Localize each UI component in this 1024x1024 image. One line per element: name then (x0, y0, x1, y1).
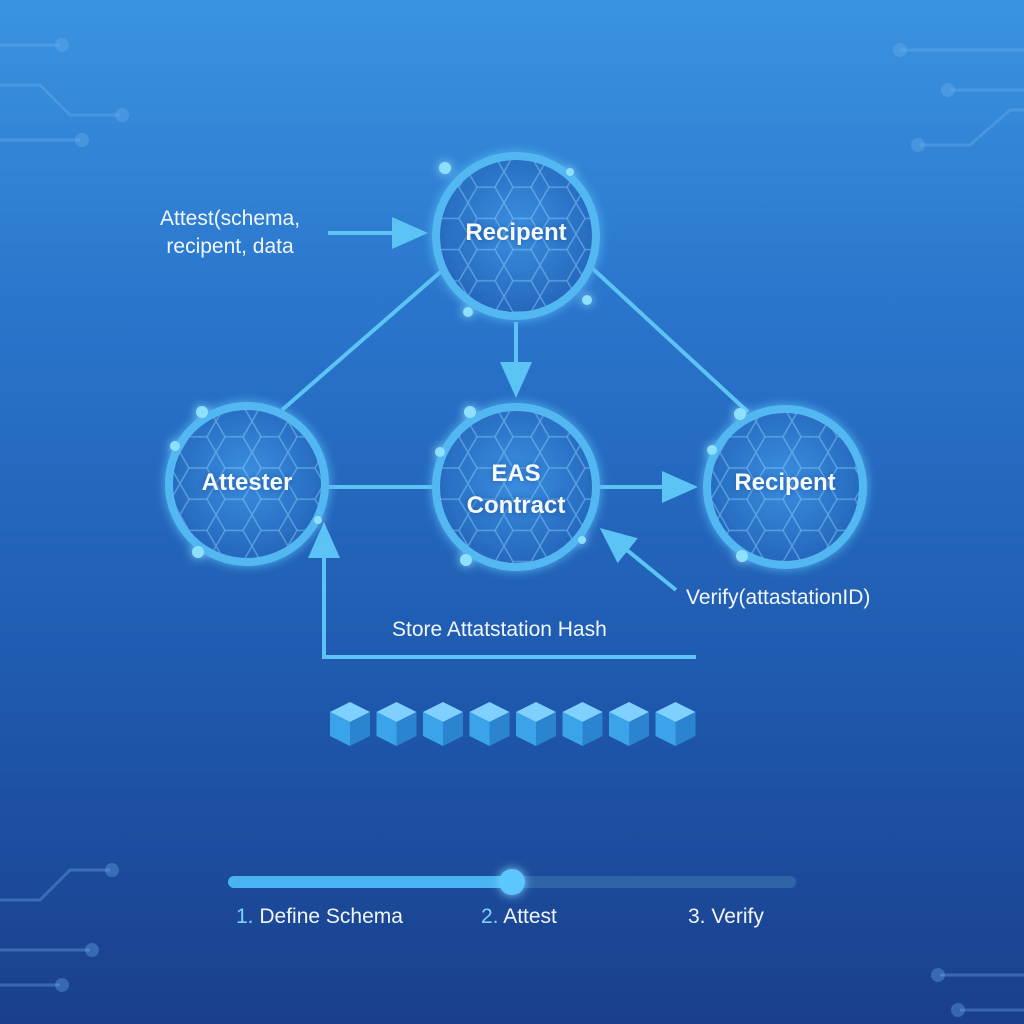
eas-contract-label: EAS Contract (467, 458, 566, 522)
recipient-right-label: Recipent (734, 469, 836, 496)
edge-recipient-attester (280, 266, 447, 412)
eas-contract-label-line1: EAS (491, 460, 541, 487)
step-2-number: 2. (481, 905, 499, 928)
node-recipient-top (432, 152, 600, 320)
block-cube (655, 702, 696, 746)
progress-fill (228, 876, 512, 888)
recipient-top-label: Recipent (465, 219, 567, 246)
block-cube (609, 702, 649, 746)
attester-label: Attester (201, 469, 293, 496)
step-3-number: 3. (688, 905, 706, 928)
step-verify[interactable]: 3. Verify (688, 905, 764, 929)
progress-handle[interactable] (499, 869, 525, 895)
node-eas-contract (432, 403, 600, 571)
step-attest[interactable]: 2. Attest (481, 905, 557, 929)
block-cube (469, 702, 510, 746)
progress-track[interactable] (228, 869, 796, 895)
step-1-label: Define Schema (259, 905, 403, 928)
block-cube (330, 702, 370, 746)
blockchain-blocks (330, 702, 696, 746)
eas-contract-label-line2: Contract (466, 492, 566, 519)
attest-call-annotation: Attest(schema, recipent, data (160, 205, 300, 261)
edge-recipient-recipient (590, 266, 750, 414)
arrow-verify-call (599, 527, 678, 592)
attest-call-line2: recipent, data (166, 235, 294, 258)
verify-call-annotation: Verify(attastationID) (686, 586, 871, 609)
arrow-store-hash (308, 522, 696, 659)
attest-call-line1: Attest(schema, (160, 207, 301, 230)
node-recipient-right (703, 405, 867, 569)
step-define-schema[interactable]: 1. Define Schema (236, 905, 403, 929)
block-cube (423, 702, 463, 746)
step-2-label: Attest (503, 905, 557, 928)
block-cube (516, 702, 556, 746)
step-1-number: 1. (236, 905, 254, 928)
step-3-label: Verify (711, 905, 764, 928)
block-cube (562, 702, 603, 746)
store-hash-annotation: Store Attatstation Hash (392, 618, 607, 641)
node-attester (165, 402, 329, 566)
block-cube (376, 702, 417, 746)
